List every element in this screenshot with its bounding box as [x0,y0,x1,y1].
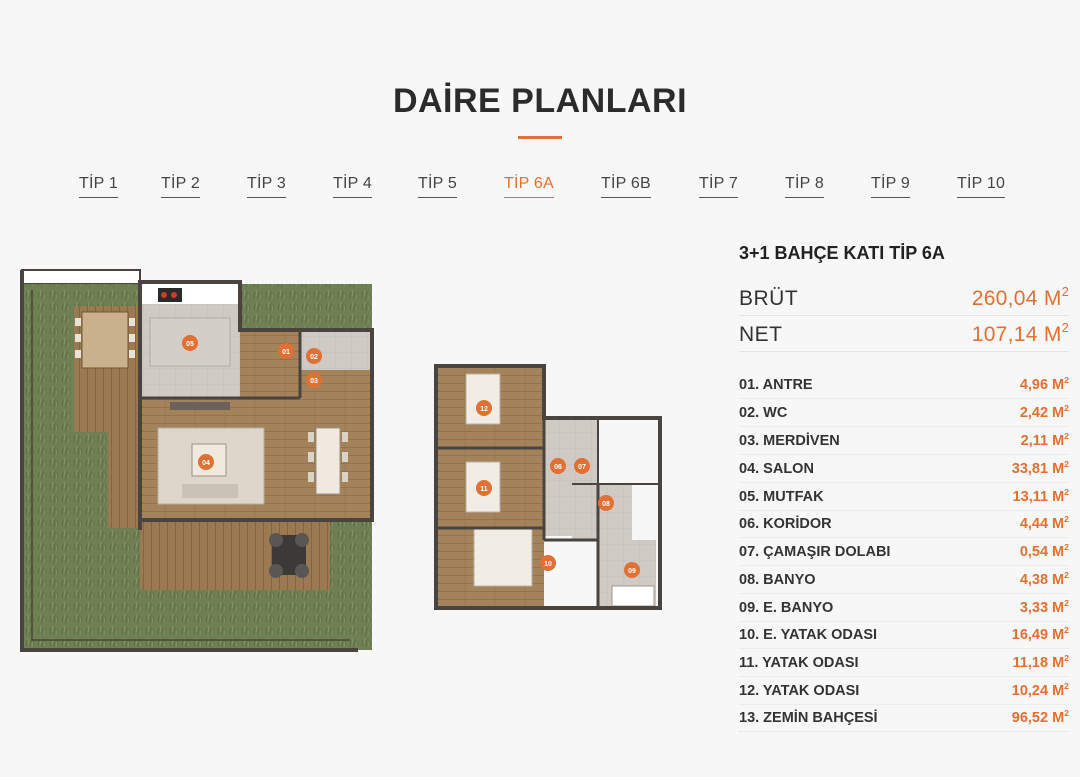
plan-marker-08: 08 [598,495,614,511]
brut-area-row: BRÜT 260,04 M2 [739,285,1069,316]
plan-marker-01: 01 [278,343,294,359]
plan-marker-03: 03 [306,372,322,388]
room-area: 3,33 M2 [1019,598,1069,616]
plan-marker-10: 10 [540,555,556,571]
plan-marker-03-label: 03 [310,378,318,385]
plan-marker-07-label: 07 [578,464,586,471]
room-row: 08. BANYO 4,38 M2 [739,567,1069,594]
plan-marker-06: 06 [550,458,566,474]
plan-marker-11: 11 [476,480,492,496]
plan-marker-02: 02 [306,348,322,364]
tab-tip-4[interactable]: TİP 4 [333,175,372,198]
tab-tip-2[interactable]: TİP 2 [161,175,200,198]
title-underline [518,136,562,139]
room-area: 4,38 M2 [1019,570,1069,588]
room-area: 0,54 M2 [1019,542,1069,560]
room-row: 11. YATAK ODASI 11,18 M2 [739,650,1069,677]
room-name: 10. E. YATAK ODASI [739,627,878,643]
plan-marker-04: 04 [198,454,214,470]
room-area: 33,81 M2 [1011,459,1069,477]
room-name: 06. KORİDOR [739,516,832,532]
room-area: 4,44 M2 [1019,514,1069,532]
room-name: 12. YATAK ODASI [739,683,860,699]
ground-floor-plan [20,269,374,652]
plan-marker-08-label: 08 [602,501,610,508]
tab-tip-6a[interactable]: TİP 6A [504,175,554,198]
tab-tip-3[interactable]: TİP 3 [247,175,286,198]
room-name: 07. ÇAMAŞIR DOLABI [739,544,891,560]
tab-tip-10[interactable]: TİP 10 [957,175,1006,198]
plan-marker-06-label: 06 [554,464,562,471]
plan-marker-09-label: 09 [628,568,636,575]
plan-marker-12-label: 12 [480,406,488,413]
room-name: 02. WC [739,405,788,421]
tab-tip-9[interactable]: TİP 9 [871,175,910,198]
room-row: 04. SALON 33,81 M2 [739,456,1069,483]
room-row: 10. E. YATAK ODASI 16,49 M2 [739,622,1069,649]
room-area: 96,52 M2 [1011,708,1069,726]
room-name: 13. ZEMİN BAHÇESİ [739,710,878,726]
floor-plan-image: 01 02 03 04 05 06 07 08 09 10 11 12 [20,269,662,652]
room-area: 2,42 M2 [1019,403,1069,421]
tab-tip-6b[interactable]: TİP 6B [601,175,651,198]
plan-info-title: 3+1 BAHÇE KATI TİP 6A [739,243,945,263]
room-name: 03. MERDİVEN [739,433,840,449]
tab-tip-8[interactable]: TİP 8 [785,175,824,198]
plan-marker-02-label: 02 [310,354,318,361]
room-name: 04. SALON [739,461,814,477]
room-row: 01. ANTRE 4,96 M2 [739,372,1069,399]
net-label: NET [739,323,783,346]
net-value: 107,14 M2 [971,321,1069,346]
plan-marker-11-label: 11 [480,486,488,493]
plan-marker-04-label: 04 [202,460,210,467]
brut-label: BRÜT [739,287,799,310]
room-row: 03. MERDİVEN 2,11 M2 [739,428,1069,455]
room-area: 13,11 M2 [1012,487,1069,505]
room-name: 11. YATAK ODASI [739,655,859,671]
room-area: 11,18 M2 [1012,653,1069,671]
room-area: 10,24 M2 [1011,681,1069,699]
room-area: 16,49 M2 [1011,625,1069,643]
tab-tip-1[interactable]: TİP 1 [79,175,118,198]
page-title: DAİRE PLANLARI [392,82,688,120]
plan-marker-10-label: 10 [544,561,552,568]
room-row: 12. YATAK ODASI 10,24 M2 [739,678,1069,705]
room-row: 05. MUTFAK 13,11 M2 [739,484,1069,511]
plan-marker-05: 05 [182,335,198,351]
plan-marker-12: 12 [476,400,492,416]
room-row: 07. ÇAMAŞIR DOLABI 0,54 M2 [739,539,1069,566]
plan-marker-05-label: 05 [186,341,194,348]
room-name: 08. BANYO [739,572,816,588]
tab-tip-5[interactable]: TİP 5 [418,175,457,198]
room-name: 05. MUTFAK [739,489,824,505]
room-name: 01. ANTRE [739,377,813,393]
room-row: 13. ZEMİN BAHÇESİ 96,52 M2 [739,705,1069,732]
room-area: 4,96 M2 [1019,375,1069,393]
room-row: 02. WC 2,42 M2 [739,400,1069,427]
room-area: 2,11 M2 [1020,431,1069,449]
room-row: 06. KORİDOR 4,44 M2 [739,511,1069,538]
plan-marker-07: 07 [574,458,590,474]
room-name: 09. E. BANYO [739,600,834,616]
plan-marker-09: 09 [624,562,640,578]
net-area-row: NET 107,14 M2 [739,321,1069,352]
brut-value: 260,04 M2 [971,285,1069,310]
room-row: 09. E. BANYO 3,33 M2 [739,595,1069,622]
plan-type-tabs: TİP 1 TİP 2 TİP 3 TİP 4 TİP 5 TİP 6A TİP… [0,175,1080,201]
tab-tip-7[interactable]: TİP 7 [699,175,738,198]
plan-marker-01-label: 01 [282,349,290,356]
